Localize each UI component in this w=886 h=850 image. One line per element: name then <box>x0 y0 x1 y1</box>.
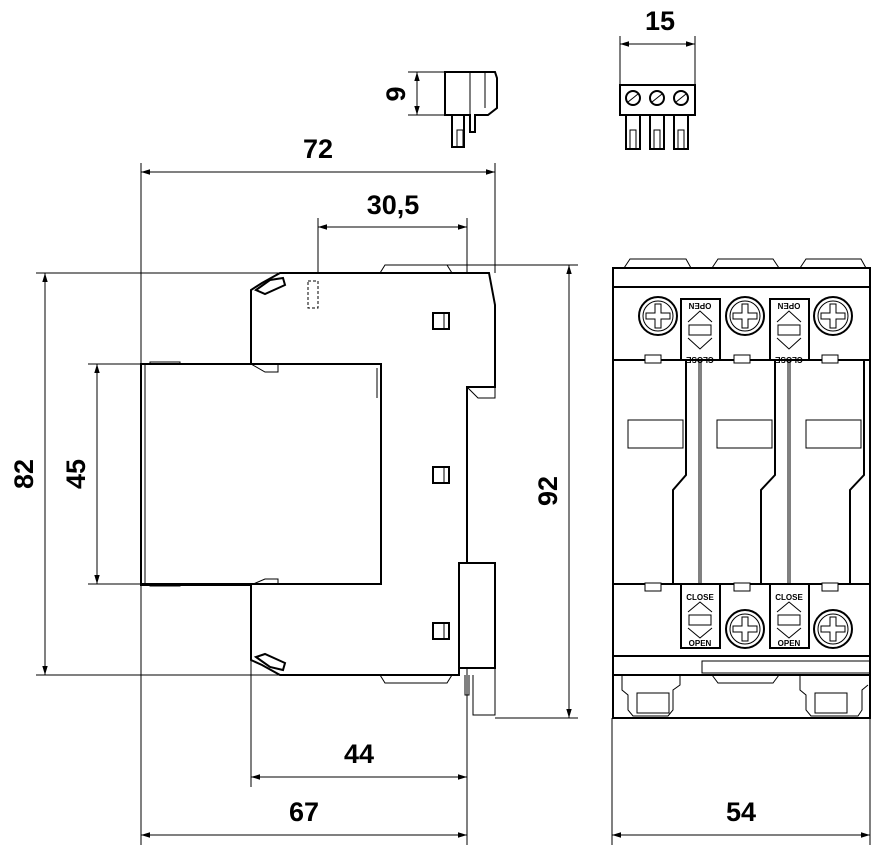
dim-72: 72 <box>303 134 333 164</box>
connector-side-view <box>444 71 498 148</box>
switch-top-2: OPEN CLOSE <box>769 298 810 364</box>
close-label: CLOSE <box>686 593 714 602</box>
open-label: OPEN <box>688 301 711 310</box>
dim-67: 67 <box>289 797 319 827</box>
module-dividers <box>627 360 865 584</box>
dim-30-5: 30,5 <box>367 190 420 220</box>
close-label: CLOSE <box>775 355 803 364</box>
device-side-view <box>140 264 496 716</box>
device-front-view: OPEN CLOSE OPEN CLOSE CLOSE OPEN CLOSE O… <box>612 258 871 719</box>
dim-92: 92 <box>533 476 563 506</box>
open-label: OPEN <box>778 639 801 648</box>
connector-front-view <box>619 84 696 150</box>
dim-44: 44 <box>344 739 374 769</box>
switch-top-1: OPEN CLOSE <box>680 298 721 364</box>
dim-82: 82 <box>9 459 39 489</box>
dim-54: 54 <box>726 797 756 827</box>
dim-15: 15 <box>645 6 675 36</box>
close-label: CLOSE <box>686 355 714 364</box>
dim-9: 9 <box>381 86 411 101</box>
dimension-lines <box>42 41 870 838</box>
screw-icons <box>638 296 853 649</box>
switch-bottom-1: CLOSE OPEN <box>680 583 721 649</box>
close-label: CLOSE <box>775 593 803 602</box>
switch-bottom-2: CLOSE OPEN <box>769 583 810 649</box>
open-label: OPEN <box>689 639 712 648</box>
open-label: OPEN <box>777 301 800 310</box>
dim-45: 45 <box>61 459 91 489</box>
